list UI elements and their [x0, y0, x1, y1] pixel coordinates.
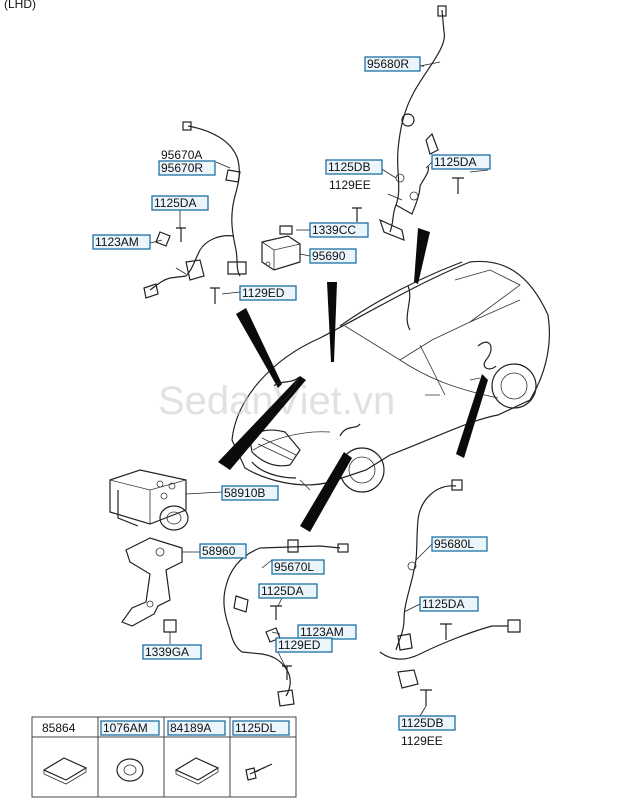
leader-lines: [149, 61, 489, 717]
label-58910B: 58910B: [221, 485, 279, 501]
svg-text:1125DA: 1125DA: [154, 196, 196, 210]
table-header-2: 1076AM: [100, 720, 160, 736]
abs-bracket: [121, 537, 183, 633]
svg-text:1125DL: 1125DL: [235, 721, 276, 735]
table-header-3: 84189A: [167, 720, 226, 736]
svg-text:1076AM: 1076AM: [103, 721, 148, 735]
label-95680R: 95680R: [364, 56, 421, 72]
svg-text:1125DB: 1125DB: [328, 160, 370, 174]
svg-text:1339CC: 1339CC: [312, 223, 356, 237]
svg-text:58910B: 58910B: [224, 486, 265, 500]
label-95670R: 95670R: [158, 160, 216, 176]
svg-text:84189A: 84189A: [170, 721, 211, 735]
bolt-icon: [245, 763, 273, 781]
svg-text:1125DA: 1125DA: [261, 584, 303, 598]
label-1129EE-top: 1129EE: [329, 178, 371, 192]
label-1129EE-bottom: 1129EE: [401, 734, 443, 748]
svg-text:58960: 58960: [202, 544, 236, 558]
svg-text:1125DA: 1125DA: [422, 597, 464, 611]
label-95670L: 95670L: [271, 559, 325, 575]
rear-right-harness: [406, 285, 411, 331]
label-1129ED-middle: 1129ED: [275, 637, 333, 653]
svg-text:95680R: 95680R: [367, 57, 409, 71]
svg-text:1123AM: 1123AM: [95, 235, 139, 249]
svg-text:95670R: 95670R: [161, 161, 203, 175]
bolts-top-left: [155, 227, 220, 304]
label-1129ED-left: 1129ED: [239, 285, 297, 301]
label-1123AM-left: 1123AM: [92, 234, 151, 250]
label-95680L: 95680L: [431, 536, 488, 552]
label-1125DB-bottom: 1125DB: [398, 715, 456, 731]
lhd-note: (LHD): [4, 0, 36, 11]
label-95690: 95690: [309, 248, 357, 264]
svg-text:95670L: 95670L: [274, 560, 314, 574]
label-1339GA: 1339GA: [142, 644, 202, 660]
label-1125DA-top-right: 1125DA: [431, 154, 491, 170]
wheel-sensor-rear-right: [378, 5, 447, 241]
label-58960: 58960: [199, 543, 247, 559]
label-1125DA-bottom-right: 1125DA: [419, 596, 479, 612]
abs-hydraulic-unit: [109, 469, 189, 531]
label-1123AM-middle: 1123AM: [297, 624, 357, 640]
label-1125DA-top-left: 1125DA: [151, 195, 209, 211]
label-1125DA-middle: 1125DA: [258, 583, 318, 599]
parts-table: 85864 1076AM 84189A 1125DL: [31, 716, 297, 798]
svg-text:95680L: 95680L: [434, 537, 474, 551]
svg-text:1123AM: 1123AM: [300, 625, 344, 639]
bolts-bottom-right: [420, 623, 452, 706]
svg-text:95690: 95690: [312, 249, 346, 263]
grommet-icon: [116, 758, 144, 782]
sensor-module-95690: [261, 225, 301, 271]
svg-text:1339GA: 1339GA: [145, 645, 189, 659]
svg-text:1129ED: 1129ED: [242, 286, 285, 300]
front-wheel-harness: [339, 423, 361, 437]
label-1339CC: 1339CC: [309, 222, 369, 238]
table-header-1: 85864: [42, 721, 76, 735]
label-1125DB-top: 1125DB: [325, 159, 383, 175]
svg-text:1125DA: 1125DA: [434, 155, 476, 169]
bolts-top-right: [352, 177, 464, 222]
bolts-bottom-middle: [265, 605, 292, 680]
svg-text:1125DB: 1125DB: [401, 716, 443, 730]
wheel-sensor-front-right: [143, 121, 247, 299]
wheel-sensor-front-left: [223, 539, 349, 707]
rear-left-harness: [477, 341, 497, 370]
label-95670A: 95670A: [161, 148, 202, 162]
front-left-harness: [273, 376, 300, 403]
svg-text:1129ED: 1129ED: [278, 638, 321, 652]
table-header-4: 1125DL: [232, 720, 290, 736]
wheel-sensor-rear-left: [379, 479, 521, 689]
